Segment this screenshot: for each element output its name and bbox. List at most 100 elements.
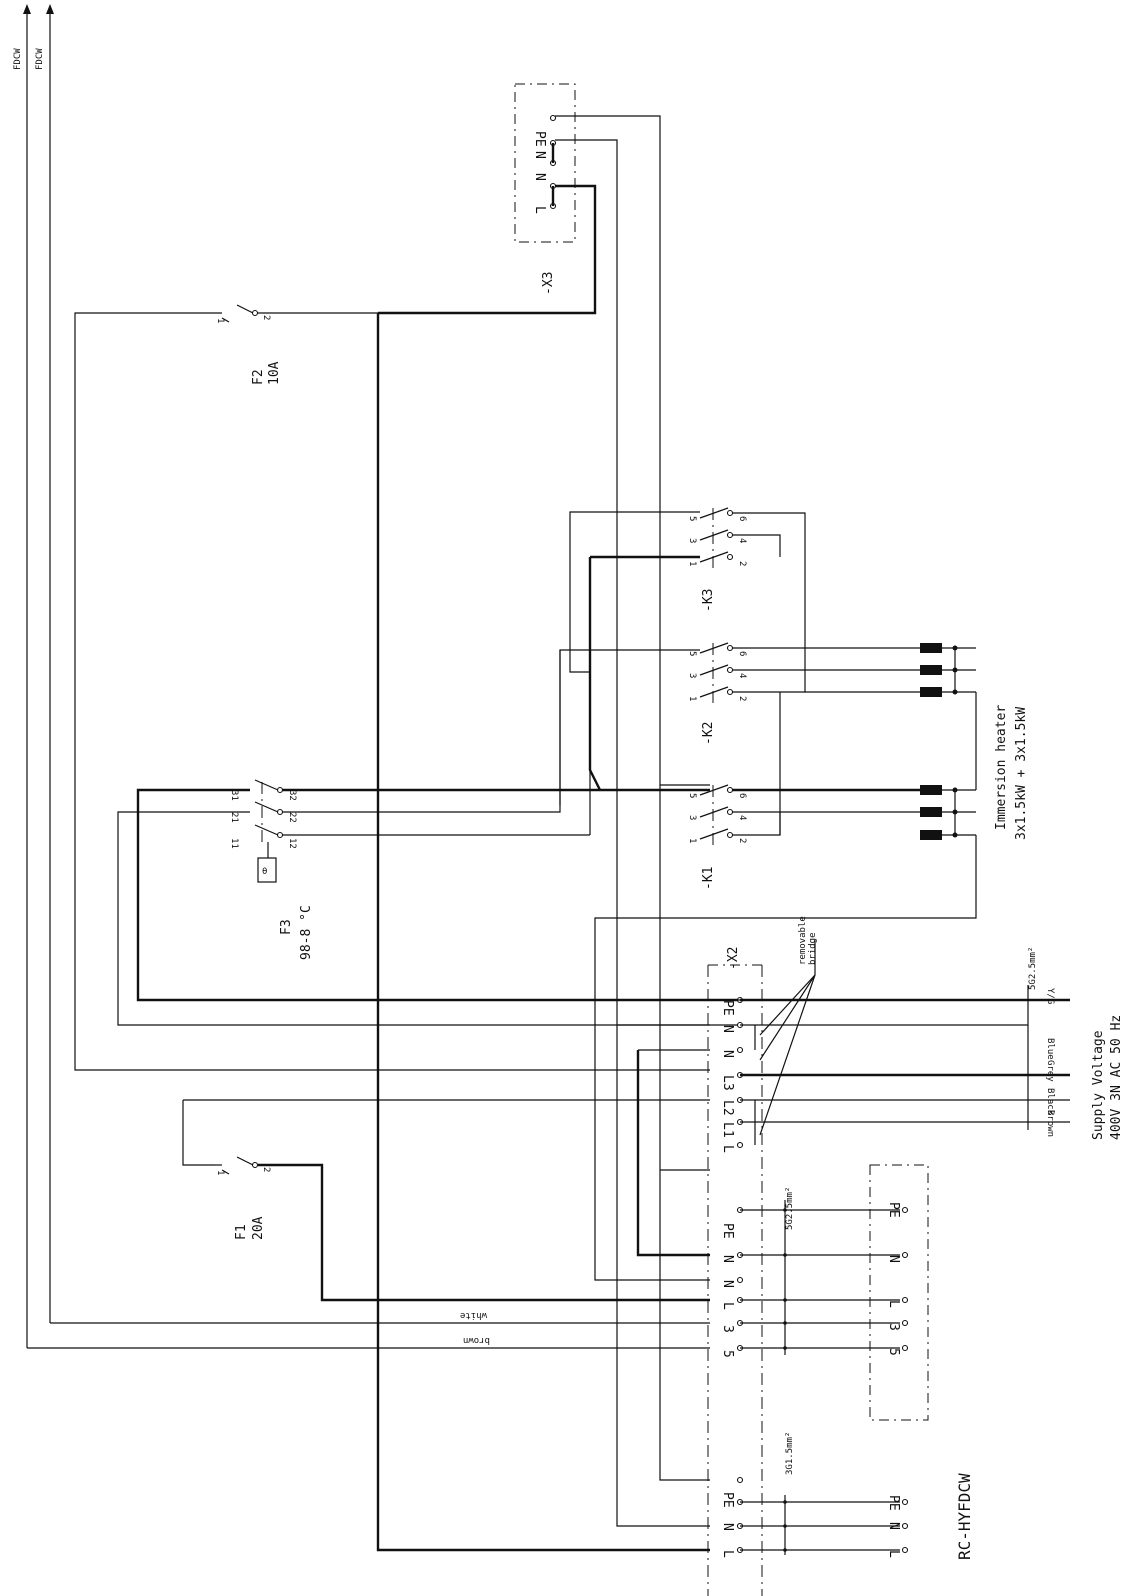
far5g-3: 3 [886, 1323, 901, 1331]
block5g-3: 3 [720, 1325, 735, 1333]
k1-label: -K1 [701, 867, 716, 890]
block3g-pe: PE [720, 1492, 735, 1508]
x2-term-pe: PE [720, 1000, 735, 1016]
f3-pin-31: 31 [229, 790, 239, 801]
k1-pin-5: 5 [687, 793, 697, 798]
supply-line-1: Supply Voltage [1091, 1030, 1106, 1140]
k3-label: -K3 [701, 589, 716, 612]
k2-pin-4: 4 [737, 673, 747, 678]
k3-pin-6: 6 [737, 516, 747, 521]
x3-l: L [532, 206, 547, 214]
color-blue: Blue [1045, 1038, 1055, 1060]
k3-pin-1: 1 [687, 561, 697, 566]
far5g-l: L [886, 1300, 901, 1308]
terminal-block-3g: PE N L 3G1.5mm² [720, 1432, 795, 1558]
f3-pin-11: 11 [229, 838, 239, 849]
x2-term-n1: N [720, 1025, 735, 1033]
k3-pin-5: 5 [687, 516, 697, 521]
k1-pin-1: 1 [687, 838, 697, 843]
far3g-n: N [886, 1522, 901, 1530]
x2-term-l1: L1 [720, 1122, 735, 1138]
f2-name: F2 [251, 369, 266, 385]
fdcw-label-1: FDCW [13, 48, 23, 70]
block5g-pe: PE [720, 1223, 735, 1239]
breaker-f1: 1 2 F1 20A [215, 1156, 710, 1302]
breaker-f2: 1 2 F2 10A [74, 304, 710, 1071]
contactor-k2: -K2 1 2 3 4 5 6 [687, 642, 747, 745]
f1-name: F1 [234, 1224, 249, 1240]
color-black: Black [1045, 1088, 1055, 1116]
x2-term-n2: N [720, 1050, 735, 1058]
f2-pin-1: 1 [215, 318, 225, 323]
immersion-heater: Immersion heater 3x1.5kW + 3x1.5kW [594, 643, 1029, 1000]
fdcw-label-2: FDCW [35, 48, 45, 70]
far5g-pe: PE [886, 1202, 901, 1218]
k3-pin-3: 3 [687, 538, 697, 543]
arrow-up-icon [23, 4, 31, 14]
k1-pin-2: 2 [737, 838, 747, 843]
theta-box [257, 857, 277, 883]
terminal-block-5g: PE N N L 3 5 5G2.5mm² [720, 1187, 795, 1358]
f3-name: F3 [279, 919, 294, 935]
k1-pin-3: 3 [687, 815, 697, 820]
k3-pin-4: 4 [737, 538, 747, 543]
removable-bridge-line-2: bridge [808, 932, 818, 965]
thermostat-f3: θ F3 98-8 °C 11 12 21 22 31 32 [229, 779, 314, 960]
x3-n2: N [532, 173, 547, 181]
k2-pin-5: 5 [687, 651, 697, 656]
k1-pin-6: 6 [737, 793, 747, 798]
cable-5g25-a: 5G2.5mm² [1028, 947, 1038, 990]
k2-pin-2: 2 [737, 696, 747, 701]
far3g-pe: PE [886, 1495, 901, 1511]
block3g-n: N [720, 1523, 735, 1531]
cable-3g15: 3G1.5mm² [785, 1432, 795, 1475]
f1-pin-1: 1 [215, 1170, 225, 1175]
block5g-n1: N [720, 1255, 735, 1263]
far-terminal-5g: PE N L 3 5 [869, 1164, 929, 1421]
color-grey: Grey [1045, 1060, 1055, 1082]
f3-pin-12: 12 [287, 838, 297, 849]
x3-n1: N [532, 151, 547, 159]
k2-label: -K2 [701, 722, 716, 745]
arrow-up-icon [46, 4, 54, 14]
f3-pin-32: 32 [287, 790, 297, 801]
color-brown: Brown [1045, 1110, 1055, 1137]
f2-pin-2: 2 [261, 315, 271, 320]
f2-rating: 10A [267, 361, 282, 385]
removable-bridge: removable bridge [754, 916, 818, 1145]
far-terminal-3g: PE N L [886, 1495, 909, 1558]
color-yg: Y/G [1045, 988, 1055, 1004]
heater-line-1: Immersion heater [994, 705, 1009, 830]
k3-pin-2: 2 [737, 561, 747, 566]
k2-pin-6: 6 [737, 651, 747, 656]
x3-label: -X3 [541, 272, 556, 295]
x2-term-l2: L2 [720, 1100, 735, 1116]
block3g-l: L [720, 1550, 735, 1558]
wire-brown: brown [463, 1335, 490, 1345]
k2-pin-3: 3 [687, 673, 697, 678]
f1-rating: 20A [251, 1216, 266, 1240]
far5g-n: N [886, 1255, 901, 1263]
k1-pin-4: 4 [737, 815, 747, 820]
model-label: RC-HYFDCW [955, 1473, 974, 1560]
k2-pin-1: 1 [687, 696, 697, 701]
x3-pe: PE [532, 131, 547, 147]
x2-term-l: L [720, 1145, 735, 1153]
wire-white: white [460, 1310, 487, 1320]
theta-symbol: θ [262, 867, 267, 877]
supply-input: 5G2.5mm² Y/G Blue Grey Black Brown Suppl… [1028, 947, 1124, 1140]
f1-pin-2: 2 [261, 1167, 271, 1172]
far5g-5: 5 [886, 1348, 901, 1356]
f3-pin-21: 21 [229, 812, 239, 823]
terminal-x3: -X3 PE N N L [514, 83, 576, 295]
contactor-k3: -K3 1 2 3 4 5 6 [687, 507, 747, 612]
f3-pin-22: 22 [287, 812, 297, 823]
fdcw-outputs: FDCW FDCW [13, 4, 54, 1348]
contactor-k1: -K1 1 2 3 4 5 6 [687, 784, 747, 890]
x2-term-l3: L3 [720, 1075, 735, 1091]
block5g-n2: N [720, 1280, 735, 1288]
cable-5g25-b: 5G2.5mm² [785, 1187, 795, 1230]
block5g-5: 5 [720, 1350, 735, 1358]
removable-bridge-line-1: removable [798, 916, 808, 965]
